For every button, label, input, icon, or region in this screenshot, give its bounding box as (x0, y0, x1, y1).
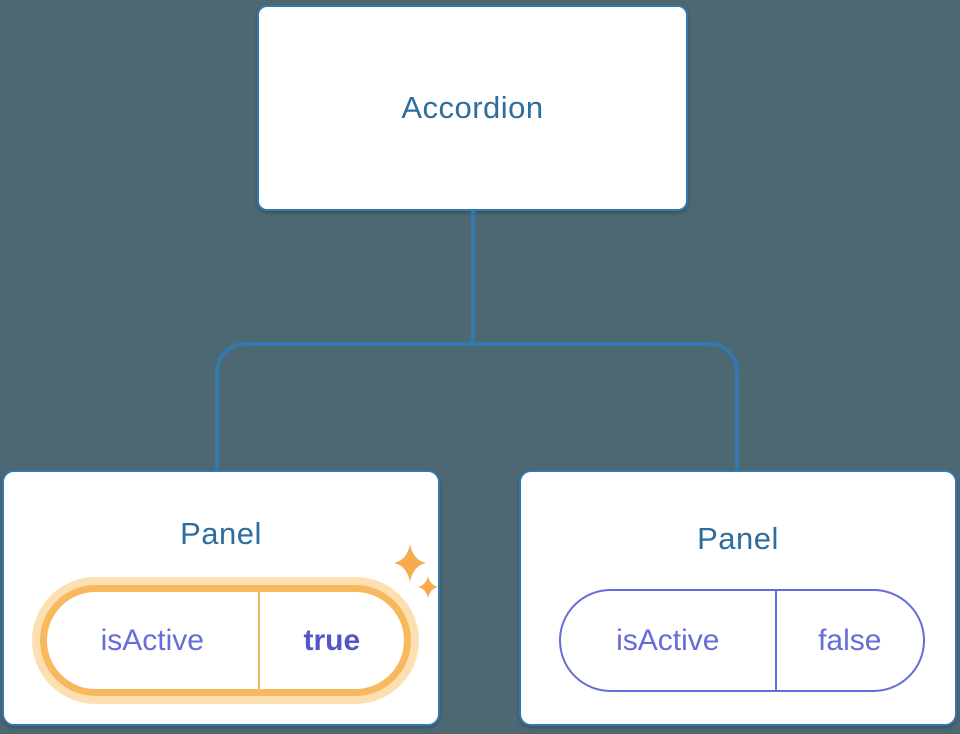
panel-title: Panel (180, 516, 262, 551)
state-value: false (818, 623, 882, 657)
state-pill-inactive: isActive false (559, 589, 925, 692)
state-value: true (303, 623, 361, 657)
accordion-label: Accordion (401, 90, 544, 125)
panel-node-inactive: Panel isActive false (519, 470, 957, 726)
state-pill-active: isActive true (40, 585, 411, 696)
state-key: isActive (47, 592, 260, 689)
panel-node-active: Panel isActive true (2, 470, 440, 726)
state-key: isActive (561, 591, 777, 690)
accordion-node: Accordion (257, 5, 688, 211)
connector-branch-lines (215, 342, 739, 470)
connector-trunk-line (471, 210, 475, 344)
sparkles-icon (394, 544, 438, 598)
panel-title: Panel (697, 521, 779, 556)
